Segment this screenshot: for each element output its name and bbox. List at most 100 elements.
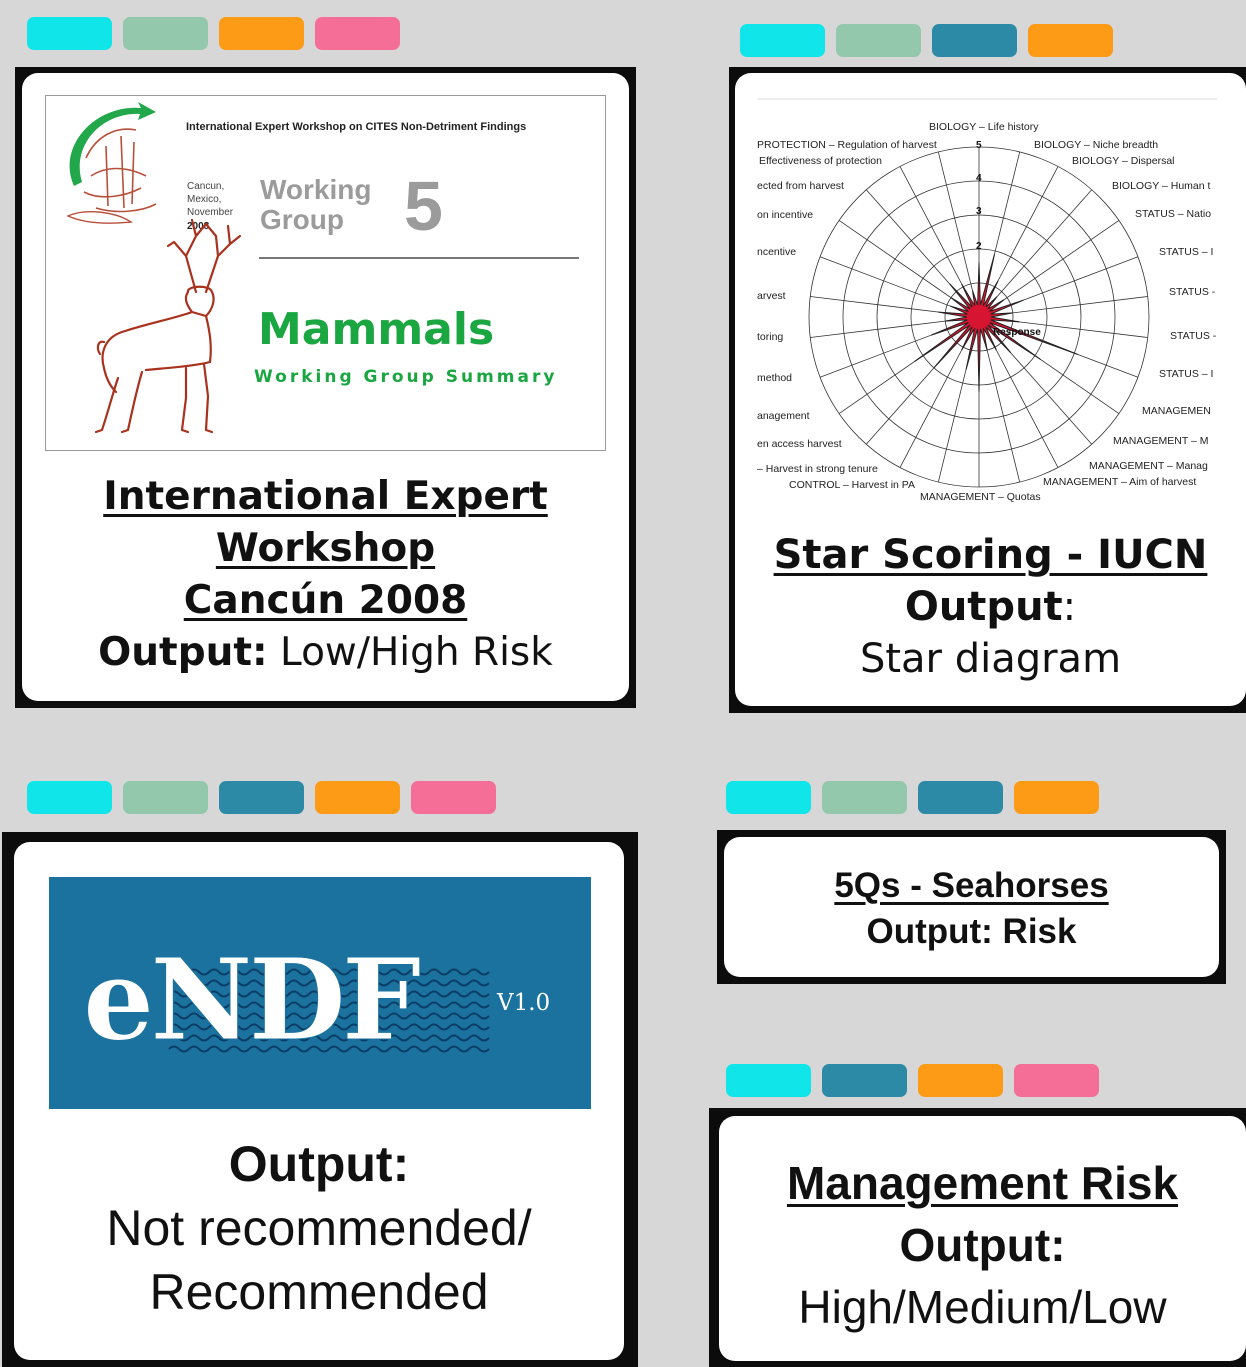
wave-line	[168, 1023, 490, 1031]
tag-teal	[918, 781, 1003, 814]
card-seahorse: 5Qs - Seahorses Output: Risk	[724, 837, 1219, 977]
wave-line	[168, 1012, 490, 1020]
center-label: Response	[993, 327, 1041, 338]
endf-logo-text: eNDF	[83, 935, 421, 1066]
axis-label: STATUS – Natio	[1135, 208, 1211, 220]
scale-label-5: 5	[976, 140, 982, 151]
axis-label: MANAGEMENT – Quotas	[920, 491, 1041, 503]
workshop-output-label: Output:	[98, 630, 268, 675]
axis-label: STATUS – I	[1159, 368, 1213, 380]
tag-cyan	[27, 17, 112, 50]
tag-teal	[219, 781, 304, 814]
axis-label: arvest	[757, 290, 786, 302]
axis-label: BIOLOGY – Niche breadth	[1034, 139, 1158, 151]
axis-label: Effectiveness of protection	[759, 155, 882, 167]
tag-sage	[123, 781, 208, 814]
workshop-output-value: Low/High Risk	[267, 630, 553, 675]
endf-version: V1.0	[496, 990, 550, 1016]
card-mgmt: Management Risk Output: High/Medium/Low	[719, 1116, 1246, 1361]
axis-label: on incentive	[757, 209, 813, 221]
star-shape	[914, 254, 1078, 392]
endf-logo: eNDF V1.0	[49, 877, 591, 1109]
star-title-block: Star Scoring - IUCN Output: Star diagram	[735, 529, 1246, 685]
tag-sage	[822, 781, 907, 814]
workshop-title-line2: Workshop	[215, 526, 436, 571]
axis-label: ncentive	[757, 246, 796, 258]
axis-label: ected from harvest	[757, 180, 844, 192]
axis-label: CONTROL – Harvest in PA	[789, 479, 915, 491]
tag-sage	[123, 17, 208, 50]
tag-cyan	[726, 781, 811, 814]
workshop-title-block: International Expert Workshop Cancún 200…	[22, 471, 629, 679]
axis-label: method	[757, 372, 792, 384]
card-workshop: International Expert Workshop on CITES N…	[22, 73, 629, 701]
axis-label: MANAGEMENT – Aim of harvest	[1043, 476, 1196, 488]
endf-output-label: Output:	[228, 1136, 410, 1192]
mgmt-output-label: Output:	[899, 1219, 1066, 1271]
poster-place-3: November	[187, 207, 234, 218]
axis-label: MANAGEMENT – M	[1113, 435, 1208, 447]
endf-text-block: Output: Not recommended/ Recommended	[14, 1132, 624, 1324]
star-output-value: Star diagram	[859, 636, 1122, 682]
card-star: 2 3 4 5 Response BIOLOGY – Life history …	[735, 73, 1246, 706]
wave-line	[168, 1034, 490, 1042]
cites-logo-icon	[66, 102, 157, 224]
axis-label: BIOLOGY – Human t	[1112, 180, 1211, 192]
card-endf: eNDF V1.0 Output: Not recommended/ Recom…	[14, 842, 624, 1360]
wave-lines-icon	[168, 968, 490, 1053]
axis-label: PROTECTION – Regulation of harvest	[757, 139, 937, 151]
workshop-title-line1: International Expert	[103, 474, 548, 519]
scale-label-2: 2	[976, 241, 982, 252]
poster-group: Group	[260, 204, 344, 235]
tag-orange	[315, 781, 400, 814]
tag-row-seahorse	[726, 781, 1099, 814]
tag-teal	[932, 24, 1017, 57]
poster-place-2: Mexico,	[187, 194, 221, 205]
mgmt-output-value: High/Medium/Low	[798, 1281, 1167, 1333]
tag-sage	[836, 24, 921, 57]
tag-orange	[219, 17, 304, 50]
tag-orange	[1028, 24, 1113, 57]
tag-row-mgmt	[726, 1064, 1099, 1097]
star-title: Star Scoring - IUCN	[773, 532, 1208, 578]
poster-place-1: Cancun,	[187, 181, 224, 192]
tag-row-workshop	[27, 17, 400, 50]
tag-cyan	[726, 1064, 811, 1097]
tag-pink	[411, 781, 496, 814]
axis-label: toring	[757, 331, 783, 343]
axis-label: anagement	[757, 410, 810, 422]
endf-line2: Recommended	[149, 1264, 489, 1320]
poster-place-4: 2008	[187, 221, 210, 232]
poster-graphic: International Expert Workshop on CITES N…	[66, 102, 579, 434]
tag-cyan	[740, 24, 825, 57]
poster-number: 5	[404, 167, 443, 245]
axis-label: STATUS -	[1169, 286, 1216, 298]
wave-line	[168, 968, 490, 976]
axis-label: en access harvest	[757, 438, 842, 450]
axis-label: MANAGEMEN	[1142, 405, 1211, 417]
poster-header: International Expert Workshop on CITES N…	[186, 121, 526, 133]
tag-row-star	[740, 24, 1113, 57]
endf-line1: Not recommended/	[106, 1200, 532, 1256]
tag-row-endf	[27, 781, 496, 814]
poster-title: Mammals	[258, 304, 494, 355]
axis-label: BIOLOGY – Dispersal	[1072, 155, 1175, 167]
tag-pink	[1014, 1064, 1099, 1097]
poster-working: Working	[260, 174, 371, 205]
grid-spoke	[978, 189, 1093, 318]
tag-pink	[315, 17, 400, 50]
deer-icon	[94, 218, 242, 434]
seahorse-text-block: 5Qs - Seahorses Output: Risk	[724, 863, 1219, 955]
endf-logo-graphic: eNDF V1.0	[83, 935, 551, 1067]
scale-label-4: 4	[976, 173, 982, 184]
star-diagram: 2 3 4 5 Response BIOLOGY – Life history …	[757, 98, 1217, 503]
star-output-label: Output	[904, 584, 1063, 630]
wave-line	[168, 979, 490, 987]
workshop-poster: International Expert Workshop on CITES N…	[45, 95, 606, 451]
axis-label: BIOLOGY – Life history	[929, 121, 1039, 133]
tag-teal	[822, 1064, 907, 1097]
tag-orange	[1014, 781, 1099, 814]
axis-label: – Harvest in strong tenure	[757, 463, 878, 475]
axis-label: STATUS – I	[1159, 246, 1213, 258]
scale-label-3: 3	[976, 206, 982, 217]
